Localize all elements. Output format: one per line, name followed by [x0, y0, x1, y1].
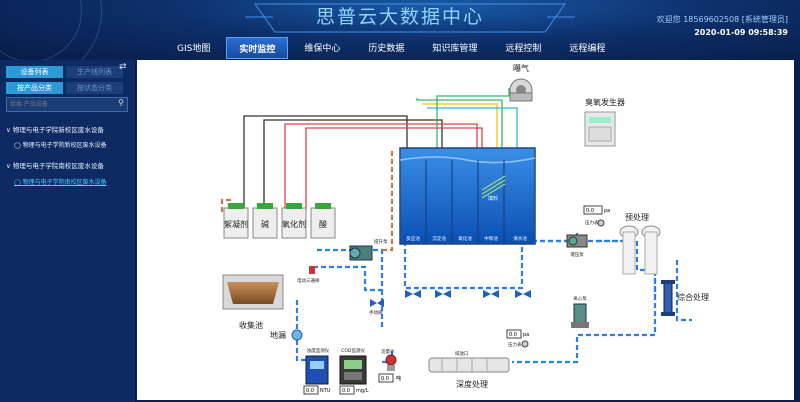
- sump-icon: [291, 329, 303, 341]
- manual-valve: [370, 299, 384, 307]
- three-way-valve: [309, 266, 315, 274]
- collection-label: 收集池: [239, 320, 263, 330]
- gauge1-label: 压力表: [585, 219, 599, 226]
- svg-text:0.0: 0.0: [509, 332, 517, 338]
- line-list-tab[interactable]: 生产线列表: [66, 66, 123, 78]
- valve2-label: 手动阀: [369, 309, 383, 316]
- gauge2-label: 压力表: [508, 341, 522, 348]
- meter2-label: COD监测仪: [341, 347, 365, 354]
- collection-pit: [222, 274, 284, 310]
- chemical-tanks: [223, 203, 336, 239]
- tank-label-5: 清水池: [513, 235, 527, 242]
- gauge-icon: [521, 340, 529, 348]
- svg-text:pa: pa: [604, 208, 610, 214]
- outlet-label: 排放口: [455, 350, 469, 357]
- tank-acid: 酸: [319, 219, 327, 229]
- tab-remote-control[interactable]: 远程控制: [505, 44, 542, 54]
- valve1-label: 电动三通阀: [297, 277, 320, 284]
- tab-maintenance[interactable]: 维保中心: [304, 44, 341, 54]
- cod-readout: [339, 385, 355, 395]
- tank-label-1: 反应池: [406, 235, 420, 242]
- page-title: 思普云大数据中心: [315, 6, 484, 28]
- aeration-blower: [509, 78, 533, 102]
- title-frame: [245, 3, 575, 33]
- search-icon[interactable]: ⚲: [118, 98, 124, 107]
- tab-knowledge[interactable]: 知识库管理: [432, 44, 478, 54]
- pre-pressure-readout: [583, 205, 603, 215]
- sidebar: 设备列表 生产线列表 按产品分类 按状态分类 ⚲ ∨ 物理与电子学院新校区废水设…: [0, 60, 135, 402]
- tree-group-1[interactable]: ∨ 物理与电子学院新校区废水设备: [6, 126, 104, 134]
- aeration-label: 曝气: [513, 63, 529, 73]
- pump1-label: 提升泵: [374, 238, 388, 245]
- centrifugal-pump: [571, 303, 589, 328]
- main-nav: GIS地图 实时监控 维保中心 历史数据 知识库管理 远程控制 远程编程: [165, 37, 621, 59]
- deep-label: 深度处理: [456, 379, 488, 389]
- ozone-label: 臭氧发生器: [585, 97, 625, 107]
- flow-readout: [378, 373, 394, 383]
- tank-alkali: 碱: [261, 220, 269, 229]
- link-icon: ◯: [14, 142, 23, 149]
- pump2-label: 增压泵: [570, 251, 584, 258]
- sump-label: 地漏: [270, 330, 286, 340]
- header-bar: 思普云大数据中心 欢迎您 18569602508 [系统管理员] 2020-01…: [0, 0, 800, 60]
- pipes: [220, 148, 692, 364]
- integrated-label: 综合处理: [677, 292, 709, 302]
- main-tank: [399, 147, 536, 245]
- svg-text:吨: 吨: [396, 375, 401, 382]
- tank-valves: [405, 290, 531, 298]
- svg-text:0.0: 0.0: [342, 388, 350, 394]
- tab-history[interactable]: 历史数据: [368, 44, 405, 54]
- tank-flocculant: 絮凝剂: [224, 219, 248, 229]
- meter1-label: 浊度监测仪: [307, 347, 330, 354]
- device-list-tab[interactable]: 设备列表: [6, 66, 63, 78]
- svg-text:mg/L: mg/L: [356, 388, 369, 394]
- fiber-label: 填料: [488, 195, 498, 202]
- svg-text:NTU: NTU: [320, 388, 331, 394]
- cod-meter: [339, 355, 367, 385]
- deep-treatment-unit: [428, 357, 510, 373]
- tank-oxidant: 氧化剂: [282, 219, 306, 229]
- pretreatment-unit: [619, 225, 661, 275]
- pump3-label: 离心泵: [573, 295, 587, 302]
- tab-gis[interactable]: GIS地图: [177, 44, 211, 54]
- flow-meter: [385, 354, 397, 371]
- integrated-unit: [661, 280, 675, 316]
- signal-lines: [243, 88, 518, 212]
- process-diagram-panel: 曝气 臭氧发生器 填料 反应池 沉淀池 氧化池 中和池 清水池: [137, 60, 794, 400]
- tree-group-2[interactable]: ∨ 物理与电子学院南校区废水设备: [6, 162, 104, 170]
- swap-icon[interactable]: ⇄: [119, 62, 127, 72]
- tree-item-1[interactable]: ◯ 物理与电子学院新校区废水设备: [14, 142, 107, 149]
- flow-label: 流量计: [381, 348, 395, 355]
- chevron-down-icon[interactable]: ∨: [6, 126, 13, 134]
- int-pressure-readout: [506, 329, 522, 339]
- search-input[interactable]: [10, 99, 110, 109]
- process-diagram: 曝气 臭氧发生器 填料 反应池 沉淀池 氧化池 中和池 清水池: [220, 63, 709, 395]
- by-status-tab[interactable]: 按状态分类: [66, 82, 123, 94]
- ozone-generator: [584, 111, 616, 147]
- tab-realtime[interactable]: 实时监控: [226, 37, 289, 59]
- gauge-icon: [597, 219, 605, 227]
- welcome-text[interactable]: 欢迎您 18569602508 [系统管理员]: [656, 15, 788, 24]
- booster-pump: [566, 234, 588, 248]
- chevron-down-icon[interactable]: ∨: [6, 162, 13, 170]
- tank-label-4: 中和池: [484, 235, 498, 242]
- pretreat-label: 预处理: [625, 212, 649, 222]
- tank-label-3: 氧化池: [458, 235, 472, 242]
- turbidity-meter: [305, 355, 329, 385]
- datetime: 2020-01-09 09:58:39: [694, 28, 788, 37]
- svg-text:0.0: 0.0: [381, 376, 389, 382]
- svg-text:pa: pa: [523, 332, 529, 338]
- svg-text:0.0: 0.0: [306, 388, 314, 394]
- by-product-tab[interactable]: 按产品分类: [6, 82, 63, 94]
- turbidity-readout: [303, 385, 319, 395]
- svg-text:0.0: 0.0: [586, 208, 594, 214]
- tab-remote-program[interactable]: 远程编程: [569, 44, 606, 54]
- search-box: ⚲: [6, 97, 128, 112]
- link-icon: ◯: [14, 179, 23, 186]
- tree-item-2[interactable]: ◯ 物理与电子学院南校区废水设备: [14, 179, 107, 186]
- tank-label-2: 沉淀池: [432, 235, 446, 242]
- lift-pump: [349, 245, 373, 261]
